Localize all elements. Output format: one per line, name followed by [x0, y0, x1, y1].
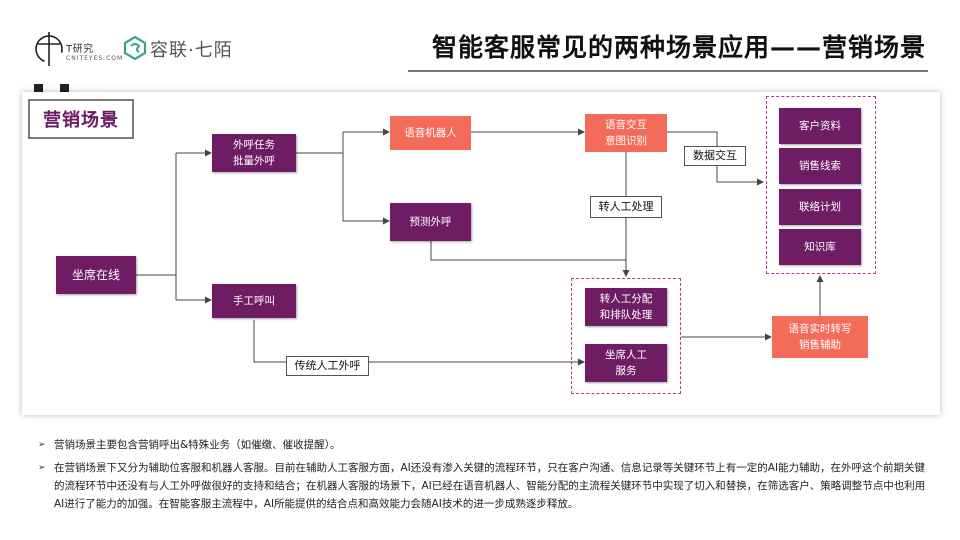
logo-t-text: T研究	[66, 44, 94, 55]
traditional-call-box: 传统人工外呼	[286, 356, 369, 376]
page-title: 智能客服常见的两种场景应用——营销场景	[431, 33, 926, 62]
data-interaction-box: 数据交互	[684, 146, 746, 166]
agent-service-node: 坐席人工 服务	[585, 344, 667, 382]
ronglian-logo-icon	[123, 35, 147, 61]
note-text: 在营销场景下又分为辅助位客服和机器人客服。目前在辅助人工客服方面，AI还没有渗入…	[54, 462, 926, 510]
contact-plan-node: 联络计划	[779, 189, 861, 225]
data-group-outline	[766, 96, 876, 274]
transfer-queue-node: 转人工分配 和排队处理	[585, 288, 667, 326]
customer-profile-node: 客户资料	[779, 108, 861, 144]
note-item: ➢ 营销场景主要包含营销呼出&特殊业务（如催缴、催收提醒）。	[38, 436, 928, 454]
cniteyes-logo-icon	[35, 32, 63, 66]
predictive-call-node: 预测外呼	[390, 203, 471, 241]
knowledge-base-node: 知识库	[779, 229, 861, 265]
note-text: 营销场景主要包含营销呼出&特殊业务（如催缴、催收提醒）。	[54, 439, 341, 451]
realtime-transcribe-node: 语音实时转写 销售辅助	[772, 316, 868, 358]
note-item: ➢ 在营销场景下又分为辅助位客服和机器人客服。目前在辅助人工客服方面，AI还没有…	[38, 459, 928, 513]
logo-t-subtext: CNITEYES.COM	[66, 55, 124, 62]
manual-call-node: 手工呼叫	[212, 284, 296, 318]
voice-robot-node: 语音机器人	[390, 116, 471, 150]
agent-online-node: 坐席在线	[56, 256, 136, 294]
sales-leads-node: 销售线索	[779, 148, 861, 184]
title-divider	[408, 70, 928, 72]
transfer-label-box: 转人工处理	[590, 196, 662, 218]
decor-square	[34, 84, 43, 93]
agent-group-outline	[571, 278, 681, 394]
voice-interaction-node: 语音交互 意图识别	[585, 114, 667, 152]
logo-r-text: 容联·七陌	[150, 40, 233, 61]
decor-square	[60, 84, 69, 93]
notes-section: ➢ 营销场景主要包含营销呼出&特殊业务（如催缴、催收提醒）。 ➢ 在营销场景下又…	[38, 436, 928, 518]
bullet-arrow-icon: ➢	[38, 440, 46, 450]
bullet-arrow-icon: ➢	[38, 463, 46, 473]
scene-label: 营销场景	[28, 99, 134, 139]
outbound-task-node: 外呼任务 批量外呼	[212, 134, 296, 172]
